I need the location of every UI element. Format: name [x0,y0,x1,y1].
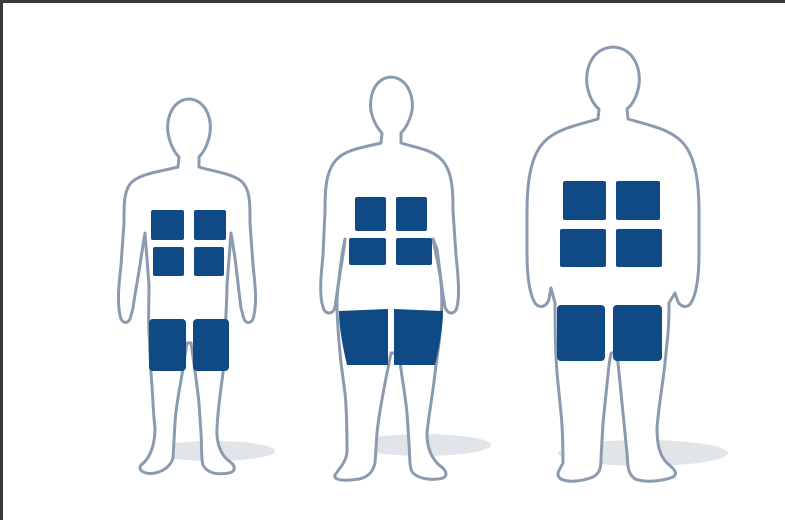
abdomen-upper-left-patch [355,197,386,231]
figure-outline [118,99,255,474]
abdomen-upper-left-patch [563,181,606,220]
figure-outline [321,77,459,480]
abdomen-lower-right-patch [616,229,662,267]
abdomen-lower-right-patch [194,247,224,276]
figure-slim [118,99,275,474]
thigh-right-patch [613,305,662,361]
thigh-right-patch [193,319,229,371]
thigh-left-patch [149,319,186,371]
thigh-left-patch [557,305,605,361]
abdomen-lower-right-patch [396,238,432,265]
figure-medium [321,77,491,480]
body-figures-illustration [3,3,785,523]
figure-large [527,47,728,481]
abdomen-upper-left-patch [151,210,184,240]
figure-outline [527,47,699,481]
abdomen-lower-left-patch [153,247,184,276]
abdomen-lower-left-patch [560,229,606,267]
abdomen-lower-left-patch [349,238,386,265]
thigh-left-patch [339,309,388,365]
abdomen-upper-right-patch [194,210,226,240]
abdomen-upper-right-patch [396,197,427,231]
thigh-right-patch [394,309,443,365]
abdomen-upper-right-patch [616,181,660,220]
